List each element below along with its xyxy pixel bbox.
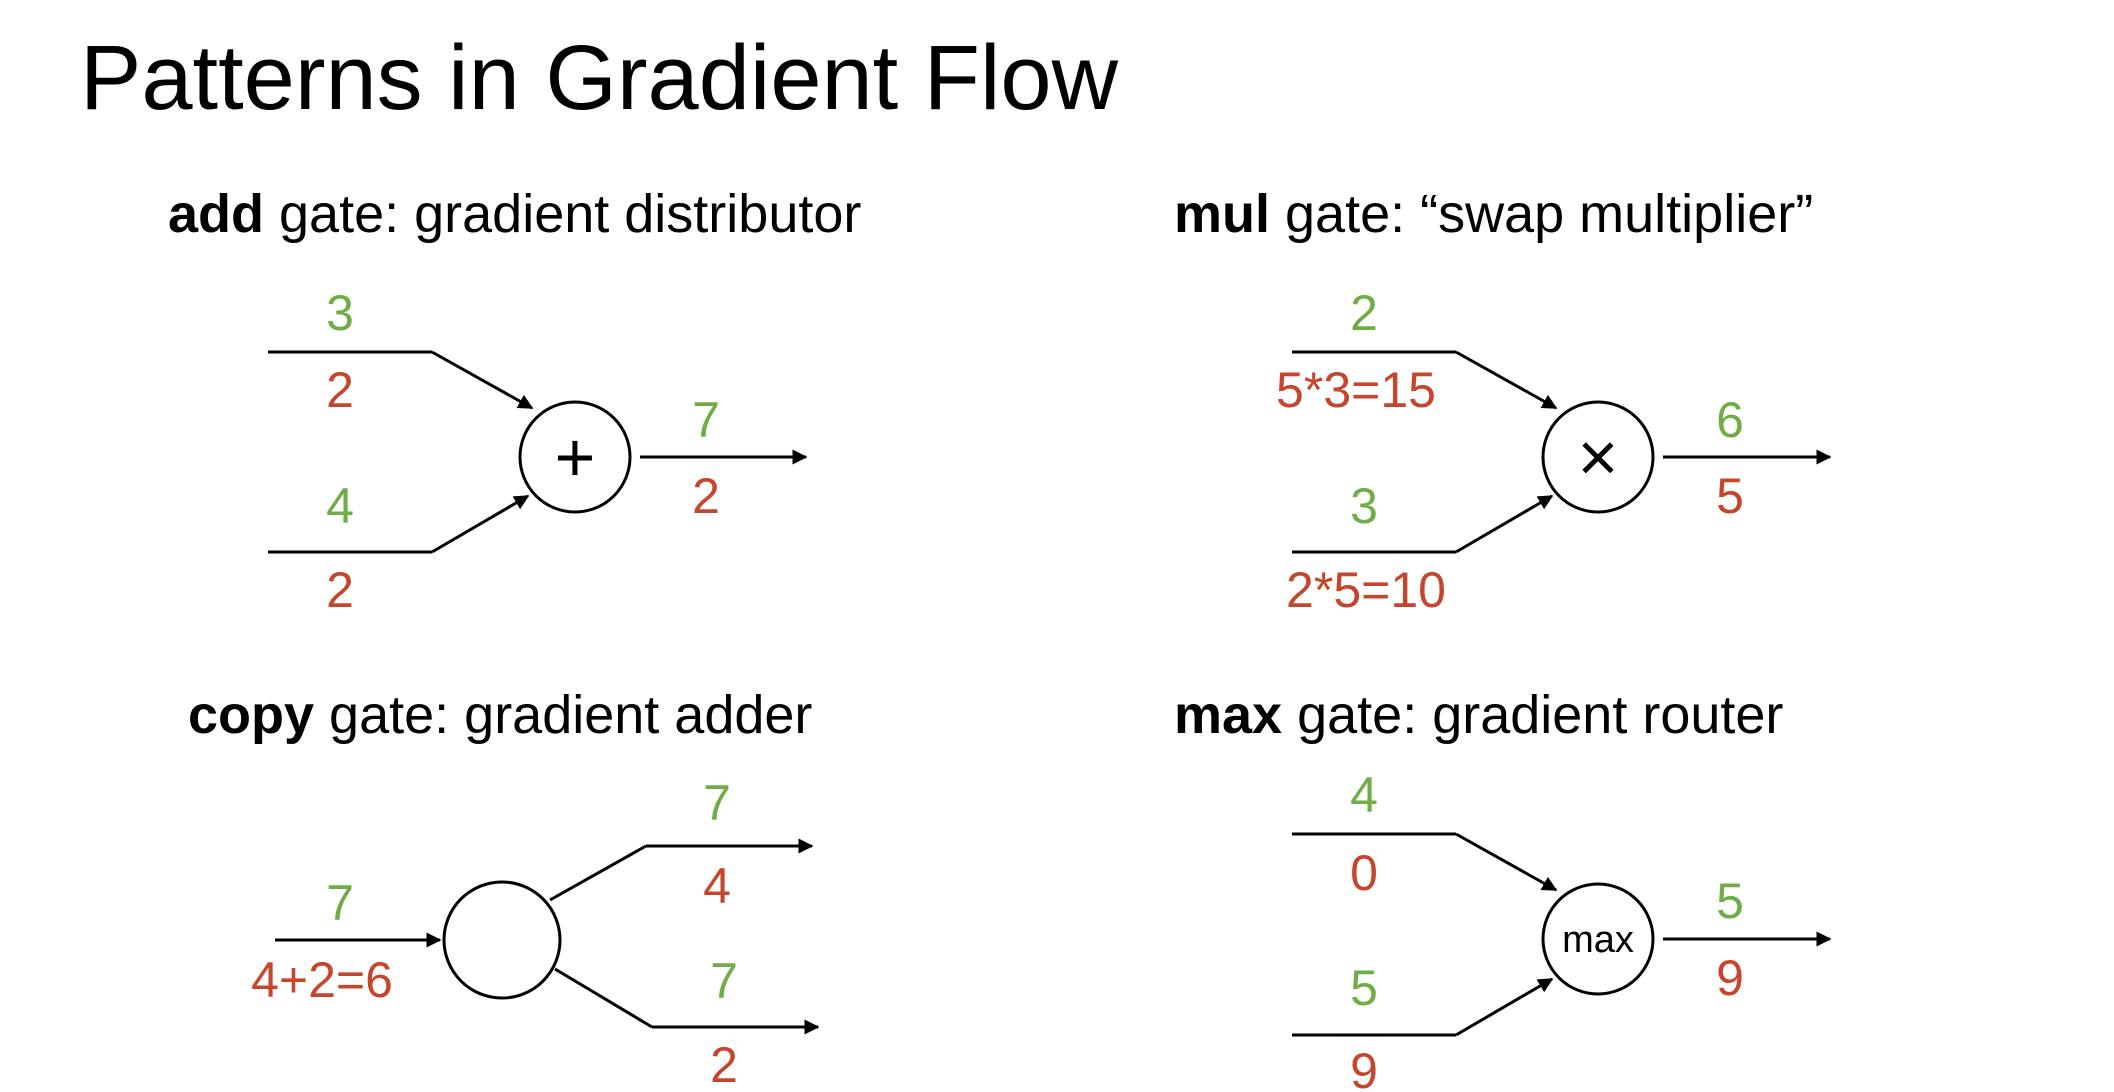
copy-branch1-line [549, 844, 647, 902]
max-in1-forward-value: 4 [1350, 767, 1378, 823]
mul-gate-node [1541, 400, 1655, 514]
add-out-gradient-value: 2 [692, 468, 720, 524]
mul-gate-panel: mul gate: “swap multiplier” × 2 5*3=15 3… [1174, 184, 1832, 618]
max-gate-node [1541, 882, 1655, 996]
max-in2-gradient-value: 9 [1350, 1043, 1378, 1092]
page-title: Patterns in Gradient Flow [80, 27, 1119, 129]
max-in1-gradient-value: 0 [1350, 845, 1378, 901]
mul-gate-heading-bold: mul [1174, 184, 1270, 244]
add-in1-forward-value: 3 [326, 285, 354, 341]
add-input2-arrow [431, 494, 530, 554]
max-gate-heading-rest: gate: gradient router [1282, 685, 1783, 745]
mul-in1-gradient-value: 5*3=15 [1276, 362, 1436, 418]
add-in1-gradient-value: 2 [326, 362, 354, 418]
copy-out2-gradient-value: 2 [710, 1037, 738, 1092]
copy-gate-heading-bold: copy [188, 685, 314, 745]
max-gate-heading: max gate: gradient router [1174, 685, 1783, 745]
add-gate-panel: add gate: gradient distributor + 3 2 4 2… [168, 184, 861, 618]
copy-gate-heading-rest: gate: gradient adder [314, 685, 812, 745]
copy-out1-gradient-value: 4 [703, 858, 731, 914]
add-gate-heading: add gate: gradient distributor [168, 184, 861, 244]
copy-in-forward-value: 7 [326, 875, 354, 931]
max-symbol: max [1562, 919, 1634, 961]
max-gate-panel: max gate: gradient router max 4 0 5 9 5 … [1174, 685, 1832, 1092]
copy-branch2-line [554, 967, 653, 1029]
add-out-forward-value: 7 [692, 392, 720, 448]
copy-gate-node [442, 880, 562, 1000]
plus-icon: + [555, 418, 596, 496]
mul-in2-forward-value: 3 [1350, 478, 1378, 534]
max-in2-forward-value: 5 [1350, 960, 1378, 1016]
add-in2-gradient-value: 2 [326, 562, 354, 618]
max-input1-arrow [1455, 832, 1558, 892]
add-gate-heading-rest: gate: gradient distributor [264, 184, 861, 244]
mul-in2-gradient-value: 2*5=10 [1286, 562, 1446, 618]
max-out-gradient-value: 9 [1716, 950, 1744, 1006]
mul-in1-forward-value: 2 [1350, 285, 1378, 341]
mul-input1-arrow [1455, 350, 1558, 410]
mul-gate-heading-rest: gate: “swap multiplier” [1270, 184, 1813, 244]
mul-out-forward-value: 6 [1716, 392, 1744, 448]
max-gate-heading-bold: max [1174, 685, 1282, 745]
add-in2-forward-value: 4 [326, 478, 354, 534]
copy-out1-forward-value: 7 [703, 775, 731, 831]
copy-gate-panel: copy gate: gradient adder 7 4+2=6 7 4 7 … [188, 685, 820, 1092]
multiply-icon: × [1578, 418, 1619, 496]
mul-gate-heading: mul gate: “swap multiplier” [1174, 184, 1813, 244]
mul-input2-arrow [1455, 494, 1554, 554]
copy-gate-heading: copy gate: gradient adder [188, 685, 812, 745]
add-input1-arrow [431, 350, 534, 410]
add-gate-heading-bold: add [168, 184, 264, 244]
max-out-forward-value: 5 [1716, 873, 1744, 929]
copy-in-gradient-value: 4+2=6 [251, 952, 393, 1008]
mul-out-gradient-value: 5 [1716, 468, 1744, 524]
copy-out2-forward-value: 7 [710, 953, 738, 1009]
max-input2-arrow [1455, 977, 1554, 1037]
add-gate-node [518, 400, 632, 514]
